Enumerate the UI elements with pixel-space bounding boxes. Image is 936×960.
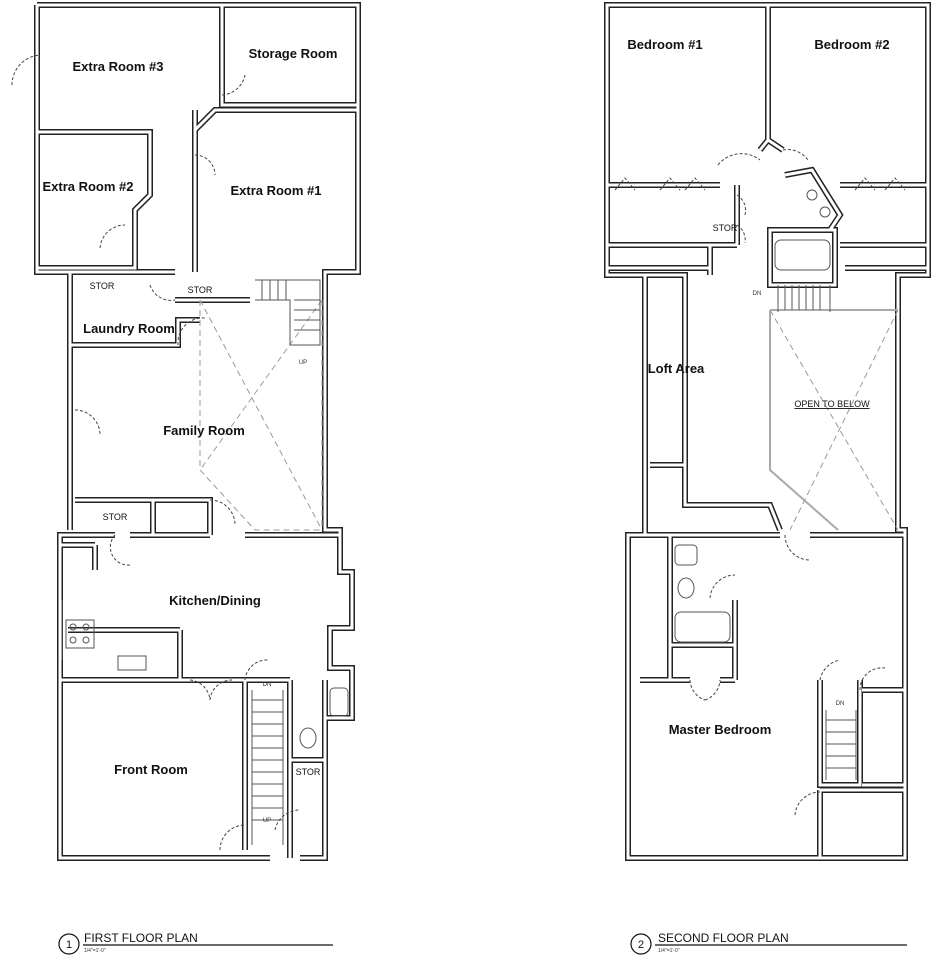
drawing-title: SECOND FLOOR PLAN <box>658 931 789 945</box>
drawing-number-circle <box>58 933 80 955</box>
first-floor-details <box>11 54 349 851</box>
stair-family <box>255 279 321 346</box>
drawing-number: 1 <box>66 939 72 951</box>
room-label-open-to-below: OPEN TO BELOW <box>794 399 870 409</box>
room-label-bedroom-1: Bedroom #1 <box>627 37 702 52</box>
room-label-loft-area: Loft Area <box>648 361 705 376</box>
second-floor-details <box>614 149 906 816</box>
stair-master <box>825 710 857 780</box>
room-label-stor-hall: STOR <box>188 285 213 295</box>
room-label-storage-room: Storage Room <box>249 46 338 61</box>
room-label-stor-family: STOR <box>103 512 128 522</box>
stair-label-dn: DN <box>263 682 272 688</box>
room-label-stor-laundry: STOR <box>90 281 115 291</box>
room-label-laundry-room: Laundry Room <box>83 321 175 336</box>
room-label-master-bedroom: Master Bedroom <box>669 722 772 737</box>
drawing-scale: 1/4"=1'-0" <box>658 948 680 954</box>
room-label-kitchen-dining: Kitchen/Dining <box>169 593 261 608</box>
room-label-extra-room-1: Extra Room #1 <box>230 183 321 198</box>
stair-front <box>251 690 284 845</box>
room-label-family-room: Family Room <box>163 423 245 438</box>
drawing-number-circle <box>630 933 652 955</box>
room-label-extra-room-3: Extra Room #3 <box>72 59 163 74</box>
second-floor-title-block: 2 SECOND FLOOR PLAN 1/4"=1'-0" <box>630 931 907 955</box>
first-floor-title-block: 1 FIRST FLOOR PLAN 1/4"=1'-0" <box>58 931 333 955</box>
stair-loft <box>777 285 831 312</box>
drawing-scale: 1/4"=1'-0" <box>84 948 106 954</box>
room-label-bedroom-2: Bedroom #2 <box>814 37 889 52</box>
room-label-extra-room-2: Extra Room #2 <box>42 179 133 194</box>
room-label-front-room: Front Room <box>114 762 188 777</box>
drawing-title: FIRST FLOOR PLAN <box>84 931 198 945</box>
stair-label-dn-loft: DN <box>753 291 762 297</box>
room-label-stor: STOR <box>713 223 738 233</box>
stair-label-up-front: UP <box>263 818 271 824</box>
room-label-stor-front: STOR <box>296 767 321 777</box>
stair-label-dn-master: DN <box>836 701 845 707</box>
drawing-number: 2 <box>638 939 644 951</box>
stair-label-up: UP <box>299 360 307 366</box>
